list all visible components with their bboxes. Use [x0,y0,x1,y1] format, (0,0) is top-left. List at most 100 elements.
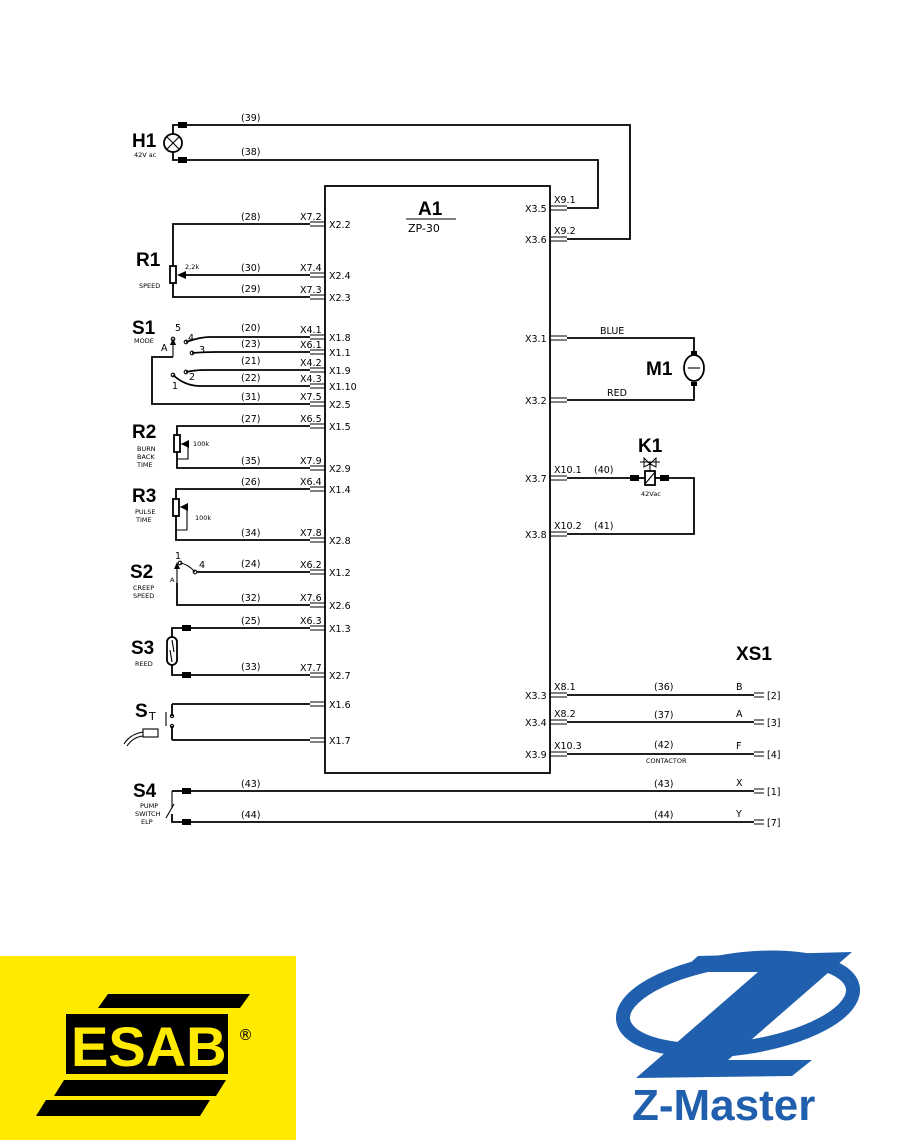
wire-label: (30) [241,263,261,274]
plug-label: X7.3 [300,285,322,296]
pin-label: X2.8 [329,536,351,547]
pin-label: X3.8 [525,530,547,541]
esab-wordmark: ESAB [71,1015,227,1078]
pin-label: X3.1 [525,334,547,345]
st-sub: T [148,710,156,723]
plug-label: X7.8 [300,528,322,539]
xs1-pin-letter: X [736,778,743,789]
wire-label: (25) [241,616,261,627]
h1-note: 42V ac [134,151,157,159]
lamp-h1: H1 42V ac (39) (38) [132,113,631,240]
zmaster-wordmark: Z-Master [632,1081,815,1130]
wire-label: (43) [654,779,674,790]
pin-label: X3.7 [525,474,547,485]
plug-label: X10.3 [554,741,582,752]
s2-note: SPEED [133,592,154,600]
switch-s2: S2 CREEP SPEED 1 4 A (24) (32) [130,551,310,606]
xs1-pin-letter: F [736,741,741,752]
plug-label: X6.3 [300,616,322,627]
k1-note: 42Vac [641,490,661,498]
wire-label: (43) [241,779,261,790]
pin-label: X1.9 [329,366,351,377]
contactor-k1: K1 42Vac (40) (41) [567,436,695,535]
s4-note: PUMP [140,802,158,810]
s2-note: CREEP [133,584,154,592]
r3-ref: R3 [132,486,156,507]
motor-wire-blue: BLUE [600,326,624,337]
s4-note: SWITCH [135,810,161,818]
connector-xs1: XS1 (36) (37) (42) CONTACTOR B[2]A[3]F[4… [567,644,780,829]
pin-label: X2.7 [329,671,351,682]
a1-board: A1 ZP-30 [324,185,551,774]
wiring-diagram: A1 ZP-30 H1 42V ac (39) (38) R1 SPEED 2,… [123,113,780,829]
wire-label: (39) [241,113,261,124]
r3-note: PULSE [135,508,156,516]
pin-label: X3.5 [525,204,547,215]
r2-value: 100k [193,440,209,448]
pin-label: X1.3 [329,624,351,635]
wire-label: (31) [241,392,261,403]
pin-label: X1.2 [329,568,351,579]
k1-ref: K1 [638,436,663,457]
wire-label: (20) [241,323,261,334]
wire-label: (34) [241,528,261,539]
xs1-pin-letter: A [736,709,743,720]
wire-label: (24) [241,559,261,570]
pin-label: X1.6 [329,700,351,711]
plug-label: X6.5 [300,414,322,425]
contactor-label: CONTACTOR [646,757,687,765]
wire-label: (41) [594,521,614,532]
pin-label: X2.2 [329,220,351,231]
h1-ref: H1 [132,131,157,152]
r3-value: 100k [195,514,211,522]
plug-label: X4.3 [300,374,322,385]
wire-label: (32) [241,593,261,604]
xs1-pin-letter: Y [735,809,742,820]
wire-label: (22) [241,373,261,384]
pot-r1: R1 SPEED 2,2k (28) (30) (29) [136,212,310,298]
plug-label: X4.2 [300,358,322,369]
pin-label: X1.8 [329,333,351,344]
left-terminals: X7.2X2.2X7.4X2.4X7.3X2.3X4.1X1.8X6.1X1.1… [300,212,357,747]
a1-ref: A1 [418,199,443,220]
wire-label: (35) [241,456,261,467]
right-terminals: X3.5X9.1X3.6X9.2X3.1X3.2X3.7X10.1X3.8X10… [525,195,582,761]
s1-pos: 2 [189,372,195,383]
pin-label: X3.4 [525,718,547,729]
pin-label: X1.4 [329,485,351,496]
xs1-pin-number: [7] [767,818,780,829]
plug-label: X7.5 [300,392,322,403]
pin-label: X2.4 [329,271,351,282]
plug-label: X10.2 [554,521,582,532]
switch-s4: S4 PUMP SWITCH ELP (43) (44) (43) (44) [133,779,754,826]
s2-pos: 4 [199,560,205,571]
torch-trigger-st: S T [123,701,310,747]
plug-label: X9.2 [554,226,576,237]
registered-mark: ® [238,1026,253,1044]
wire-label: (42) [654,740,674,751]
r1-value: 2,2k [185,263,199,271]
pot-r2: R2 BURN BACK TIME 100k (27) (35) [132,414,310,469]
xs1-pin-letter: B [736,682,743,693]
plug-label: X7.6 [300,593,322,604]
s4-ref: S4 [133,781,157,802]
s2-pos: A [170,576,175,584]
plug-label: X8.2 [554,709,576,720]
reed-s3: S3 REED (25) (33) [131,616,310,678]
pin-label: X3.3 [525,691,547,702]
pin-label: X1.7 [329,736,351,747]
pot-r3: R3 PULSE TIME 100k (26) (34) [132,477,310,541]
wire-label: (29) [241,284,261,295]
r2-ref: R2 [132,422,156,443]
xs1-pin-number: [4] [767,750,780,761]
r2-note: BURN [137,445,156,453]
wire-label: (38) [241,147,261,158]
plug-label: X6.2 [300,560,322,571]
plug-label: X4.1 [300,325,322,336]
wire-label: (37) [654,710,674,721]
s1-pos: 1 [172,381,178,392]
wire-label: (44) [241,810,261,821]
a1-model: ZP-30 [408,222,440,235]
pin-label: X1.10 [329,382,357,393]
plug-label: X10.1 [554,465,582,476]
